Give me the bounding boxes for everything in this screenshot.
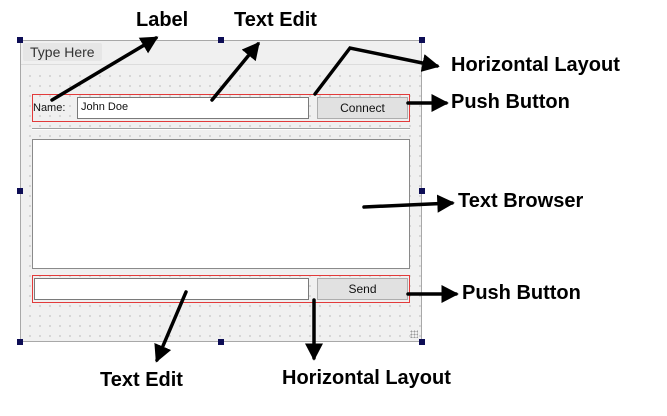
menu-bar: Type Here	[21, 41, 421, 65]
send-button[interactable]: Send	[317, 278, 408, 300]
text-browser[interactable]	[32, 139, 410, 269]
annotation-push-button-top: Push Button	[451, 91, 570, 113]
arrow-text-edit-top	[210, 41, 260, 102]
annotation-horizontal-layout-top: Horizontal Layout	[451, 54, 620, 76]
arrow-text-browser	[362, 194, 455, 213]
divider-line	[32, 128, 410, 130]
horizontal-layout-bottom	[32, 275, 410, 303]
annotation-horizontal-layout-bottom: Horizontal Layout	[282, 367, 451, 389]
annotation-push-button-bottom: Push Button	[462, 282, 581, 304]
selection-handle-mid-left[interactable]	[17, 188, 23, 194]
annotation-text-edit-top: Text Edit	[234, 9, 317, 31]
selection-handle-bottom-mid[interactable]	[218, 339, 224, 345]
arrow-label	[50, 36, 159, 102]
annotation-text-browser: Text Browser	[458, 190, 584, 212]
central-widget: Name: John Doe Connect Send	[21, 67, 421, 341]
selection-handle-top-right[interactable]	[419, 37, 425, 43]
selection-handle-mid-right[interactable]	[419, 188, 425, 194]
selection-handle-bottom-right[interactable]	[419, 339, 425, 345]
menu-type-here[interactable]: Type Here	[23, 43, 102, 61]
arrow-text-edit-bottom	[154, 290, 188, 363]
name-label: Name:	[33, 102, 66, 114]
name-text-edit[interactable]: John Doe	[77, 97, 309, 119]
designer-form[interactable]: Type Here ⋮ Name: John Doe Connect Send	[20, 40, 422, 342]
annotation-text-edit-bottom: Text Edit	[100, 369, 183, 391]
message-text-edit[interactable]	[34, 278, 309, 300]
selection-handle-top-mid[interactable]	[218, 37, 224, 43]
horizontal-layout-top	[32, 94, 410, 122]
arrow-horizontal-layout-top	[313, 46, 440, 96]
selection-handle-bottom-left[interactable]	[17, 339, 23, 345]
annotation-label: Label	[136, 9, 189, 31]
resize-grip-icon[interactable]	[410, 330, 418, 338]
connect-button[interactable]: Connect	[317, 97, 408, 119]
selection-handle-top-left[interactable]	[17, 37, 23, 43]
